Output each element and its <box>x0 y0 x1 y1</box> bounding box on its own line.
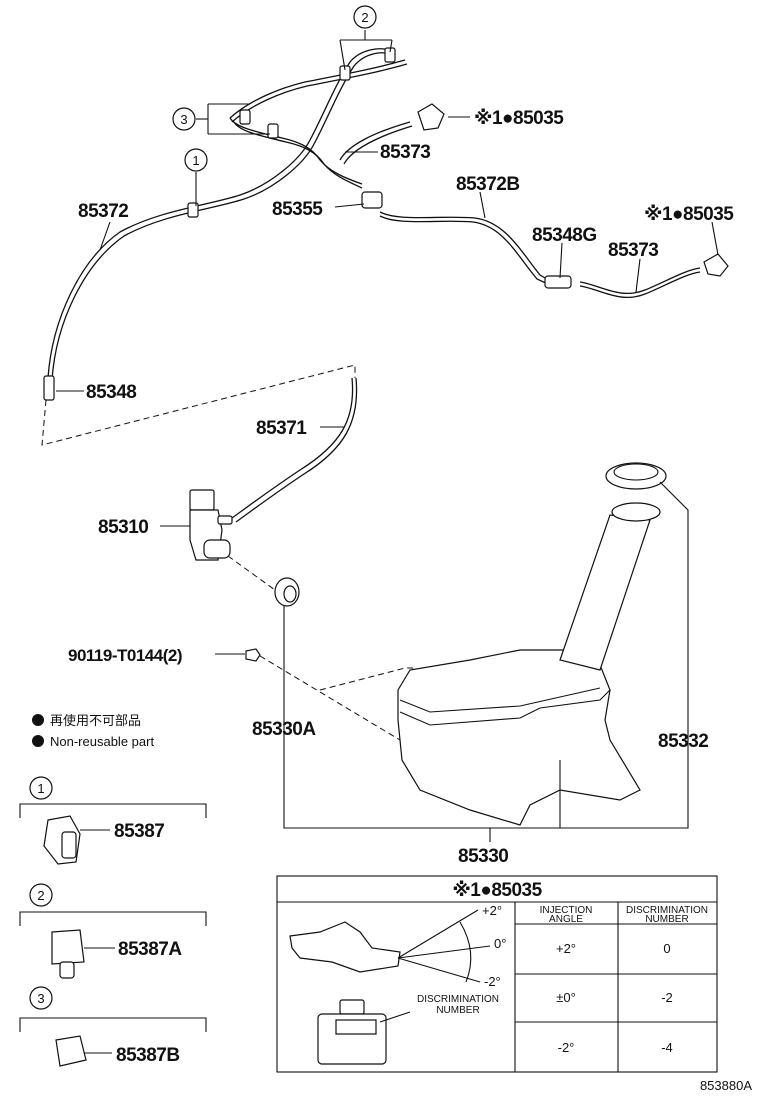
label-85371: 85371 <box>256 418 307 439</box>
hose-85371 <box>231 377 354 519</box>
disc-label-2: NUMBER <box>436 1005 479 1016</box>
label-85372b: 85372B <box>456 174 520 195</box>
clip-2-num: 2 <box>37 888 44 903</box>
callout-1: 1 <box>184 148 208 172</box>
row1-angle: +2° <box>556 941 576 956</box>
callout-3: 3 <box>172 107 196 131</box>
label-85310: 85310 <box>98 517 148 538</box>
washer-pump-85310 <box>189 489 233 561</box>
th-injection-1: INJECTION <box>540 905 593 916</box>
clip-3-num: 3 <box>37 991 44 1006</box>
angle-minus: -2° <box>484 974 501 989</box>
th-disc-1: DISCRIMINATION <box>626 905 708 916</box>
clip-1-num: 1 <box>37 781 44 796</box>
callout-2: 2 <box>353 5 377 29</box>
label-85330: 85330 <box>458 846 508 867</box>
angle-zero: 0° <box>494 936 506 951</box>
clip-1: 1 85387 <box>19 776 207 865</box>
clip-2: 2 85387A <box>19 883 207 979</box>
row3-number: -4 <box>661 1040 673 1055</box>
tank-bracket-lines <box>283 481 689 842</box>
dashed-guides <box>41 364 415 741</box>
clip-3: 3 85387B <box>19 986 207 1067</box>
bolt-90119 <box>245 648 261 662</box>
label-85332: 85332 <box>658 731 708 752</box>
inset-title: ※1●85035 <box>452 880 542 901</box>
th-injection-2: ANGLE <box>549 914 583 925</box>
label-85348g: 85348G <box>532 225 597 246</box>
label-bolt: 90119-T0144(2) <box>68 646 182 665</box>
label-85373-b: 85373 <box>608 240 658 261</box>
label-85035-right: ※1●85035 <box>644 204 734 225</box>
leader-lines <box>56 30 719 1054</box>
row2-angle: ±0° <box>556 990 576 1005</box>
cap-85332 <box>605 462 667 490</box>
label-85372: 85372 <box>78 201 128 222</box>
th-disc-2: NUMBER <box>645 914 688 925</box>
legend-en: Non-reusable part <box>50 734 154 749</box>
callout-2-label: 2 <box>361 10 368 25</box>
washer-tank-85330 <box>397 462 667 826</box>
hose-assembly <box>43 47 729 401</box>
clip-1-part: 85387 <box>114 821 164 842</box>
nozzle-inset: ※1●85035 INJECTION ANGLE DISCRIMINATION … <box>276 875 718 1073</box>
hose-85372 <box>47 48 396 379</box>
row2-number: -2 <box>661 990 673 1005</box>
callout-3-label: 3 <box>180 112 187 127</box>
clip-3-part: 85387B <box>116 1045 180 1066</box>
legend-jp: 再使用不可部品 <box>50 713 141 728</box>
label-85348: 85348 <box>86 382 136 403</box>
angle-plus: +2° <box>482 903 502 918</box>
row1-number: 0 <box>663 941 670 956</box>
label-85355: 85355 <box>272 199 323 220</box>
clip-2-part: 85387A <box>118 939 182 960</box>
disc-label-1: DISCRIMINATION <box>417 994 499 1005</box>
label-85373-a: 85373 <box>380 142 430 163</box>
row3-angle: -2° <box>558 1040 575 1055</box>
label-85035-top: ※1●85035 <box>474 108 564 129</box>
callout-1-label: 1 <box>192 153 199 168</box>
reference-code: 853880A <box>700 1078 752 1093</box>
legend: 再使用不可部品 Non-reusable part <box>32 713 154 749</box>
